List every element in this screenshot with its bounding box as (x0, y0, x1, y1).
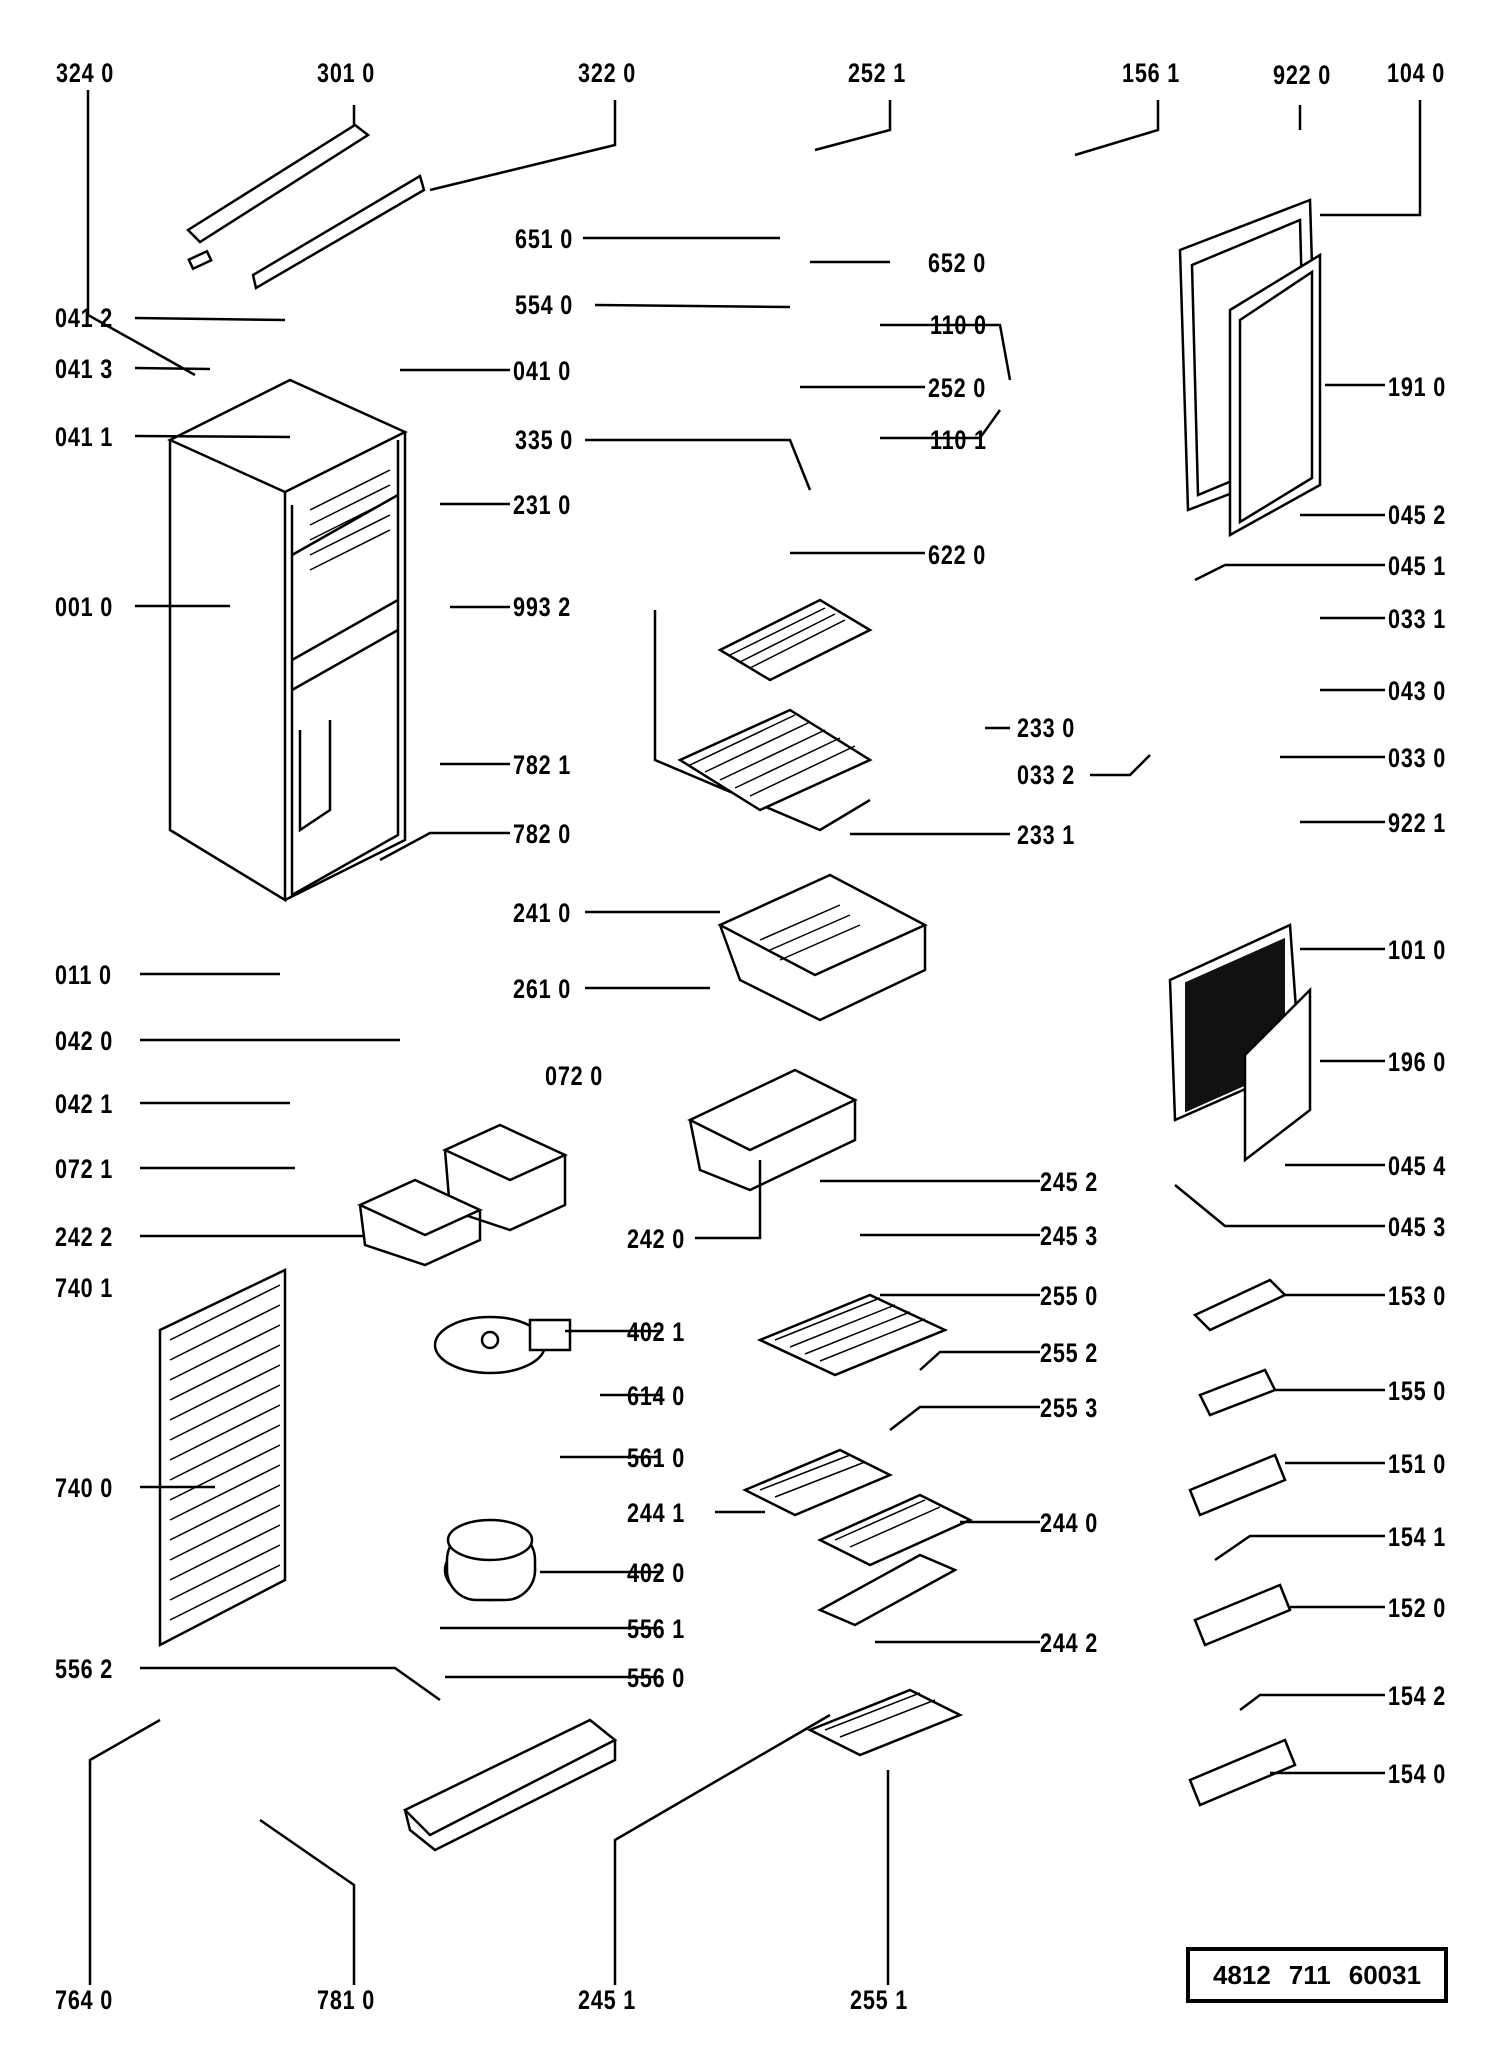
part-label-993-2: 993 2 (513, 592, 572, 622)
part-label-244-2: 244 2 (1040, 1628, 1099, 1658)
part-label-191-0: 191 0 (1388, 372, 1447, 402)
part-label-301-0: 301 0 (317, 58, 376, 88)
part-label-151-0: 151 0 (1388, 1449, 1447, 1479)
top-trim-strip (186, 123, 426, 290)
part-label-042-1: 042 1 (55, 1089, 114, 1119)
crisper-drawer (687, 1068, 858, 1192)
part-label-196-0: 196 0 (1388, 1047, 1447, 1077)
part-label-324-0: 324 0 (56, 58, 115, 88)
part-label-033-1: 033 1 (1388, 604, 1447, 634)
part-label-782-0: 782 0 (513, 819, 572, 849)
part-label-255-1: 255 1 (850, 1985, 909, 2015)
part-label-045-2: 045 2 (1388, 500, 1447, 530)
part-label-033-0: 033 0 (1388, 743, 1447, 773)
part-label-556-0: 556 0 (627, 1663, 686, 1693)
part-label-255-2: 255 2 (1040, 1338, 1099, 1368)
part-label-252-0: 252 0 (928, 373, 987, 403)
part-label-153-0: 153 0 (1388, 1281, 1447, 1311)
part-label-041-0: 041 0 (513, 356, 572, 386)
document-number-box: 4812 711 60031 (1186, 1947, 1448, 2003)
part-label-652-0: 652 0 (928, 248, 987, 278)
part-label-104-0: 104 0 (1387, 58, 1446, 88)
doc-number-part-3: 60031 (1348, 1959, 1422, 1990)
part-label-556-2: 556 2 (55, 1654, 114, 1684)
part-label-045-3: 045 3 (1388, 1212, 1447, 1242)
part-label-233-1: 233 1 (1017, 820, 1076, 850)
compressor (443, 1518, 537, 1602)
part-label-045-4: 045 4 (1388, 1151, 1447, 1181)
part-label-252-1: 252 1 (848, 58, 907, 88)
part-label-156-1: 156 1 (1122, 58, 1181, 88)
part-label-041-3: 041 3 (55, 354, 114, 384)
part-label-011-0: 011 0 (55, 960, 112, 990)
part-label-554-0: 554 0 (515, 290, 574, 320)
part-label-322-0: 322 0 (578, 58, 637, 88)
doc-number-part-2: 711 (1288, 1959, 1331, 1990)
glass-shelves (742, 1293, 973, 1757)
part-label-154-2: 154 2 (1388, 1681, 1447, 1711)
part-label-231-0: 231 0 (513, 490, 572, 520)
part-label-072-0: 072 0 (545, 1061, 604, 1091)
part-label-045-1: 045 1 (1388, 551, 1447, 581)
part-label-922-1: 922 1 (1388, 808, 1447, 838)
part-label-154-0: 154 0 (1388, 1759, 1447, 1789)
upper-door (1178, 198, 1322, 538)
part-label-651-0: 651 0 (515, 224, 574, 254)
callout-lines (86, 90, 1422, 1985)
condenser (158, 1268, 287, 1648)
crisper-drawers-pair (356, 1123, 569, 1267)
part-label-255-3: 255 3 (1040, 1393, 1099, 1423)
part-label-072-1: 072 1 (55, 1154, 114, 1184)
part-label-041-2: 041 2 (55, 303, 114, 333)
part-label-042-0: 042 0 (55, 1026, 114, 1056)
part-label-245-1: 245 1 (578, 1985, 637, 2015)
part-label-740-0: 740 0 (55, 1473, 114, 1503)
part-label-155-0: 155 0 (1388, 1376, 1447, 1406)
part-label-556-1: 556 1 (627, 1614, 686, 1644)
part-label-152-0: 152 0 (1388, 1593, 1447, 1623)
part-label-101-0: 101 0 (1388, 935, 1447, 965)
doc-number-part-1: 4812 (1212, 1959, 1271, 1990)
part-label-110-1: 110 1 (930, 425, 987, 455)
part-label-043-0: 043 0 (1388, 676, 1447, 706)
freezer-drawer (717, 873, 928, 1022)
part-label-614-0: 614 0 (627, 1381, 686, 1411)
part-label-561-0: 561 0 (627, 1443, 686, 1473)
part-label-110-0: 110 0 (930, 310, 987, 340)
part-label-033-2: 033 2 (1017, 760, 1076, 790)
lower-door (1168, 923, 1312, 1163)
part-label-782-1: 782 1 (513, 750, 572, 780)
part-label-244-1: 244 1 (627, 1498, 686, 1528)
part-label-622-0: 622 0 (928, 540, 987, 570)
part-label-255-0: 255 0 (1040, 1281, 1099, 1311)
part-label-402-1: 402 1 (627, 1317, 686, 1347)
evaporation-tray (433, 1315, 572, 1375)
part-label-781-0: 781 0 (317, 1985, 376, 2015)
part-label-041-1: 041 1 (55, 422, 114, 452)
base-plate (402, 1718, 618, 1852)
part-label-922-0: 922 0 (1273, 60, 1332, 90)
freezer-shelves (653, 598, 873, 832)
part-label-244-0: 244 0 (1040, 1508, 1099, 1538)
part-label-001-0: 001 0 (55, 592, 114, 622)
part-label-241-0: 241 0 (513, 898, 572, 928)
part-label-154-1: 154 1 (1388, 1522, 1447, 1552)
part-label-402-0: 402 0 (627, 1558, 686, 1588)
part-label-764-0: 764 0 (55, 1985, 114, 2015)
part-label-242-2: 242 2 (55, 1222, 114, 1252)
part-label-335-0: 335 0 (515, 425, 574, 455)
part-label-261-0: 261 0 (513, 974, 572, 1004)
part-label-740-1: 740 1 (55, 1273, 114, 1303)
door-shelves (1188, 1278, 1297, 1807)
part-label-242-0: 242 0 (627, 1224, 686, 1254)
part-label-233-0: 233 0 (1017, 713, 1076, 743)
cabinet (167, 378, 408, 903)
part-label-245-2: 245 2 (1040, 1167, 1099, 1197)
part-label-245-3: 245 3 (1040, 1221, 1099, 1251)
